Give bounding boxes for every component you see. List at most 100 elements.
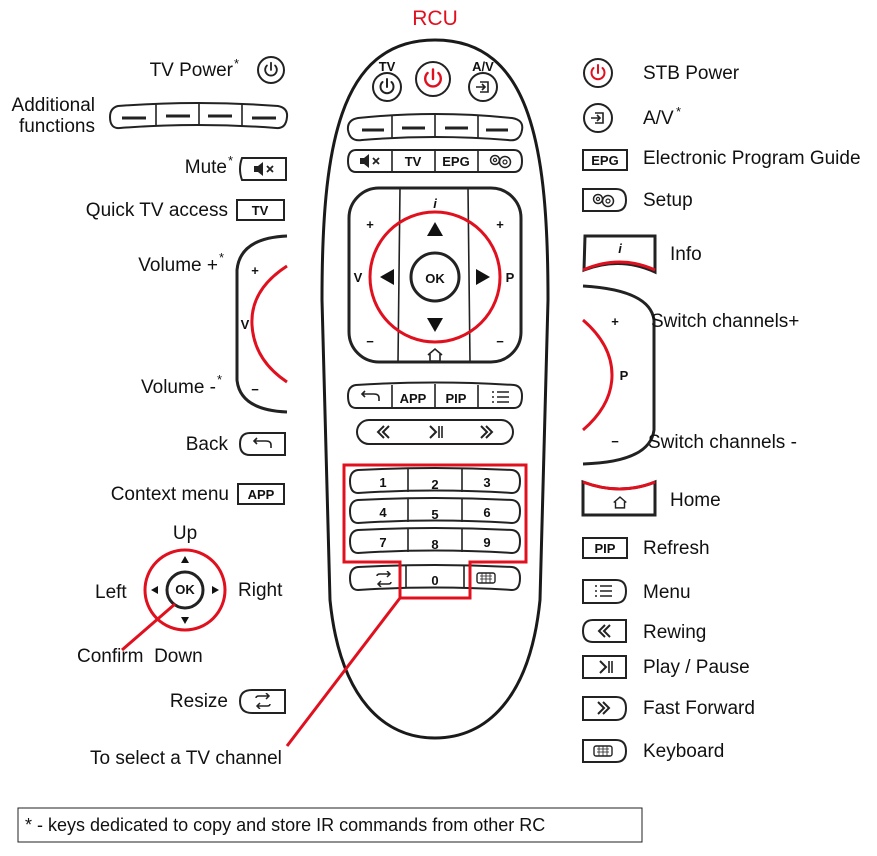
additional-functions-icon xyxy=(108,102,289,130)
number-pad xyxy=(342,463,528,600)
info-key[interactable]: i xyxy=(433,196,437,211)
pip-key[interactable]: PIP xyxy=(446,391,467,406)
digit-key-2[interactable]: 2 xyxy=(431,477,438,492)
digit-key-4[interactable]: 4 xyxy=(379,505,387,520)
volume-plus-icon: + xyxy=(251,263,259,278)
quick-tv-label: Quick TV access xyxy=(86,200,228,221)
digit-key-0[interactable]: 0 xyxy=(431,573,438,588)
channel-plus-label: Switch channels+ xyxy=(651,311,799,332)
rewind-label: Rewing xyxy=(643,622,706,643)
digit-key-9[interactable]: 9 xyxy=(483,535,490,550)
additional-functions-label: Additional xyxy=(12,95,95,116)
app-key[interactable]: APP xyxy=(400,391,427,406)
asterisk: * xyxy=(234,56,239,71)
select-channel-label: To select a TV channel xyxy=(90,748,282,769)
channel-minus-key[interactable]: − xyxy=(496,334,504,349)
back-icon xyxy=(238,432,286,456)
channel-plus-key[interactable]: + xyxy=(496,217,504,232)
asterisk: * xyxy=(217,372,222,387)
channel-pointer-line xyxy=(285,597,402,747)
digit-key-8[interactable]: 8 xyxy=(431,537,438,552)
rewind-icon xyxy=(581,619,627,643)
info-label: Info xyxy=(670,244,702,265)
up-arrow-key[interactable] xyxy=(427,222,443,236)
channel-key-label: P xyxy=(506,270,515,285)
additional-function-keys[interactable] xyxy=(346,113,524,142)
menu-icon xyxy=(582,579,628,604)
volume-minus-key[interactable]: − xyxy=(366,334,374,349)
info-icon xyxy=(582,234,657,275)
dpad-icon xyxy=(143,548,227,632)
keyboard-label: Keyboard xyxy=(643,741,724,762)
asterisk: * xyxy=(219,250,224,265)
additional-functions-label-2: functions xyxy=(19,116,95,137)
left-label: Left xyxy=(95,582,127,603)
navigation-block xyxy=(347,186,523,364)
tv-icon-text: TV xyxy=(252,203,269,218)
volume-minus-label: Volume - xyxy=(141,377,216,398)
fast-forward-icon xyxy=(582,696,628,721)
pip-icon xyxy=(582,537,628,559)
tv-power-label: TV Power xyxy=(150,60,234,81)
menu-label: Menu xyxy=(643,582,691,603)
volume-plus-label: Volume + xyxy=(138,255,218,276)
epg-icon-text: EPG xyxy=(591,153,618,168)
digit-key-7[interactable]: 7 xyxy=(379,535,386,550)
right-arrow-key[interactable] xyxy=(476,269,490,285)
tv-key[interactable]: TV xyxy=(405,154,422,169)
resize-icon xyxy=(238,689,286,714)
app-icon-text: APP xyxy=(248,487,275,502)
digit-key-1[interactable]: 1 xyxy=(379,475,386,490)
stb-power-label: STB Power xyxy=(643,63,740,84)
digit-key-5[interactable]: 5 xyxy=(431,507,438,522)
channel-icon xyxy=(582,284,656,466)
fast-forward-label: Fast Forward xyxy=(643,698,755,719)
home-label: Home xyxy=(670,490,721,511)
volume-plus-key[interactable]: + xyxy=(366,217,374,232)
mute-label: Mute xyxy=(185,157,227,178)
epg-icon xyxy=(582,149,628,171)
refresh-label: Refresh xyxy=(643,538,710,559)
av-icon xyxy=(583,103,613,133)
home-icon xyxy=(581,479,657,517)
channel-minus-label: Switch channels - xyxy=(648,432,797,453)
volume-icon xyxy=(235,234,288,414)
pip-icon-text: PIP xyxy=(595,541,616,556)
epg-label: Electronic Program Guide xyxy=(643,148,861,169)
stb-power-icon xyxy=(583,58,613,88)
stb-power-key[interactable] xyxy=(415,61,451,97)
back-label: Back xyxy=(186,434,229,455)
app-icon xyxy=(237,483,285,505)
epg-key[interactable]: EPG xyxy=(442,154,469,169)
av-key[interactable] xyxy=(468,72,498,102)
av-label: A/V xyxy=(643,108,674,129)
tv-power-icon xyxy=(257,56,285,84)
down-arrow-key[interactable] xyxy=(427,318,443,332)
digit-key-3[interactable]: 3 xyxy=(483,475,490,490)
left-arrow-key[interactable] xyxy=(380,269,394,285)
play-pause-icon xyxy=(582,655,627,679)
volume-minus-icon: − xyxy=(251,382,259,397)
keyboard-icon xyxy=(582,739,628,763)
right-label: Right xyxy=(238,580,283,601)
ok-icon-text: OK xyxy=(175,582,195,597)
channel-minus-icon: − xyxy=(611,434,619,449)
setup-label: Setup xyxy=(643,190,693,211)
footnote-box xyxy=(17,807,643,843)
ok-key[interactable]: OK xyxy=(425,271,445,286)
context-menu-label: Context menu xyxy=(111,484,229,505)
tv-power-key[interactable] xyxy=(372,72,402,102)
volume-icon-label: V xyxy=(241,317,250,332)
up-label: Up xyxy=(173,523,197,544)
footnote: * - keys dedicated to copy and store IR … xyxy=(25,815,545,835)
volume-key-label: V xyxy=(354,270,363,285)
setup-icon xyxy=(582,188,628,212)
channel-plus-icon: + xyxy=(611,314,619,329)
play-pause-label: Play / Pause xyxy=(643,657,750,678)
av-key-label: A/V xyxy=(472,59,494,74)
asterisk: * xyxy=(676,104,681,119)
confirm-pointer-line xyxy=(121,602,176,652)
tv-icon xyxy=(236,199,285,221)
digit-key-6[interactable]: 6 xyxy=(483,505,490,520)
